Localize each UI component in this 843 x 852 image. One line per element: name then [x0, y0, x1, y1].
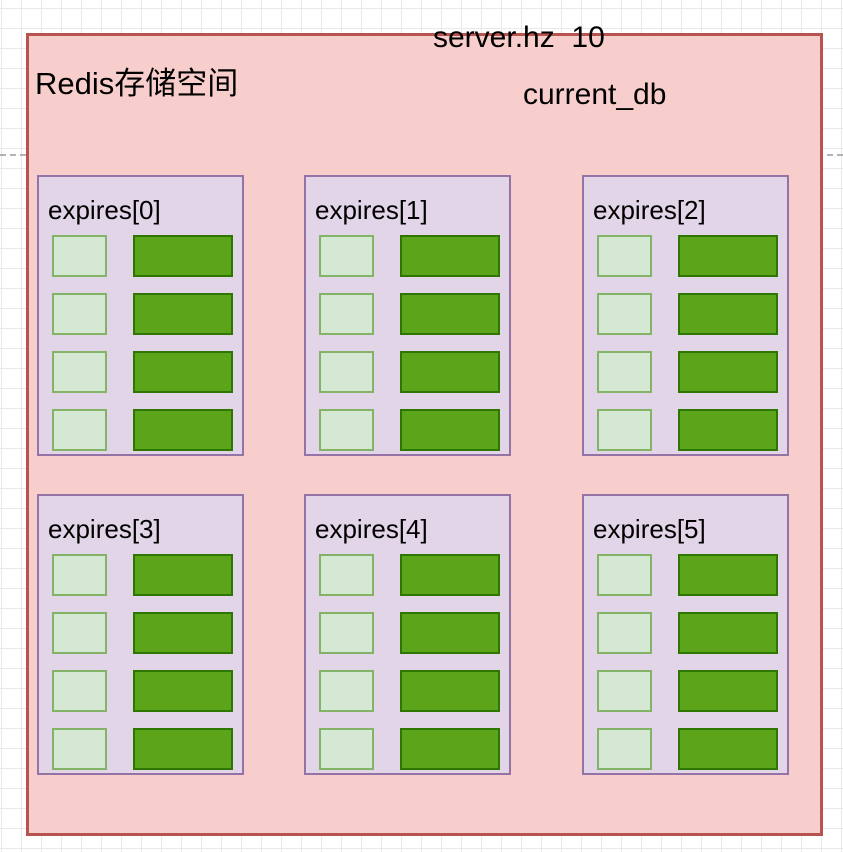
value-slot — [133, 235, 233, 277]
value-slot — [678, 409, 778, 451]
key-slot — [52, 554, 107, 596]
expires-entries — [319, 235, 500, 451]
value-slot — [400, 235, 500, 277]
key-slot — [52, 293, 107, 335]
value-slot — [678, 351, 778, 393]
value-slot — [678, 554, 778, 596]
key-slot — [597, 351, 652, 393]
value-slot — [133, 670, 233, 712]
expire-entry-row — [319, 351, 500, 393]
key-slot — [319, 612, 374, 654]
expires-block: expires[1] — [304, 175, 511, 456]
key-slot — [319, 409, 374, 451]
value-slot — [400, 612, 500, 654]
key-slot — [52, 235, 107, 277]
value-slot — [133, 409, 233, 451]
expires-entries — [52, 235, 233, 451]
expire-entry-row — [597, 612, 778, 654]
expires-entries — [319, 554, 500, 770]
expire-entry-row — [319, 670, 500, 712]
key-slot — [52, 409, 107, 451]
value-slot — [678, 235, 778, 277]
expire-entry-row — [319, 235, 500, 277]
expire-entry-row — [597, 409, 778, 451]
expire-entry-row — [597, 670, 778, 712]
expire-entry-row — [52, 612, 233, 654]
value-slot — [400, 670, 500, 712]
key-slot — [597, 409, 652, 451]
container-title: Redis存储空间 — [35, 66, 239, 101]
key-slot — [597, 728, 652, 770]
key-slot — [319, 235, 374, 277]
value-slot — [133, 293, 233, 335]
expires-block: expires[5] — [582, 494, 789, 775]
expires-block-label: expires[4] — [315, 514, 428, 544]
expires-block: expires[0] — [37, 175, 244, 456]
expire-entry-row — [597, 351, 778, 393]
value-slot — [133, 612, 233, 654]
key-slot — [319, 351, 374, 393]
value-slot — [678, 612, 778, 654]
expires-block-label: expires[5] — [593, 514, 706, 544]
expires-entries — [52, 554, 233, 770]
expires-block-label: expires[0] — [48, 195, 161, 225]
expires-block: expires[4] — [304, 494, 511, 775]
expire-entry-row — [319, 612, 500, 654]
expire-entry-row — [52, 670, 233, 712]
value-slot — [133, 351, 233, 393]
expire-entry-row — [319, 554, 500, 596]
value-slot — [678, 728, 778, 770]
key-slot — [597, 554, 652, 596]
key-slot — [319, 293, 374, 335]
expire-entry-row — [52, 728, 233, 770]
key-slot — [52, 612, 107, 654]
expire-entry-row — [597, 554, 778, 596]
value-slot — [400, 728, 500, 770]
current-db-label: current_db — [523, 78, 667, 111]
expire-entry-row — [52, 409, 233, 451]
redis-storage-container: Redis存储空间 current_db expires[0] expires[… — [26, 33, 823, 836]
expire-entry-row — [52, 235, 233, 277]
expire-entry-row — [319, 293, 500, 335]
expire-entry-row — [597, 235, 778, 277]
expire-entry-row — [597, 293, 778, 335]
expire-entry-row — [52, 351, 233, 393]
value-slot — [678, 293, 778, 335]
value-slot — [400, 554, 500, 596]
expire-entry-row — [52, 554, 233, 596]
expires-block: expires[2] — [582, 175, 789, 456]
expire-entry-row — [319, 409, 500, 451]
value-slot — [400, 293, 500, 335]
key-slot — [597, 293, 652, 335]
expires-block: expires[3] — [37, 494, 244, 775]
value-slot — [678, 670, 778, 712]
expires-entries — [597, 235, 778, 451]
key-slot — [319, 728, 374, 770]
value-slot — [133, 554, 233, 596]
key-slot — [319, 554, 374, 596]
key-slot — [597, 235, 652, 277]
key-slot — [597, 670, 652, 712]
key-slot — [319, 670, 374, 712]
expires-block-label: expires[3] — [48, 514, 161, 544]
value-slot — [133, 728, 233, 770]
expire-entry-row — [52, 293, 233, 335]
expire-entry-row — [319, 728, 500, 770]
key-slot — [52, 670, 107, 712]
key-slot — [597, 612, 652, 654]
expires-block-label: expires[1] — [315, 195, 428, 225]
key-slot — [52, 351, 107, 393]
key-slot — [52, 728, 107, 770]
value-slot — [400, 409, 500, 451]
server-hz-label: server.hz 10 — [433, 21, 605, 54]
expires-entries — [597, 554, 778, 770]
value-slot — [400, 351, 500, 393]
expire-entry-row — [597, 728, 778, 770]
expires-block-label: expires[2] — [593, 195, 706, 225]
